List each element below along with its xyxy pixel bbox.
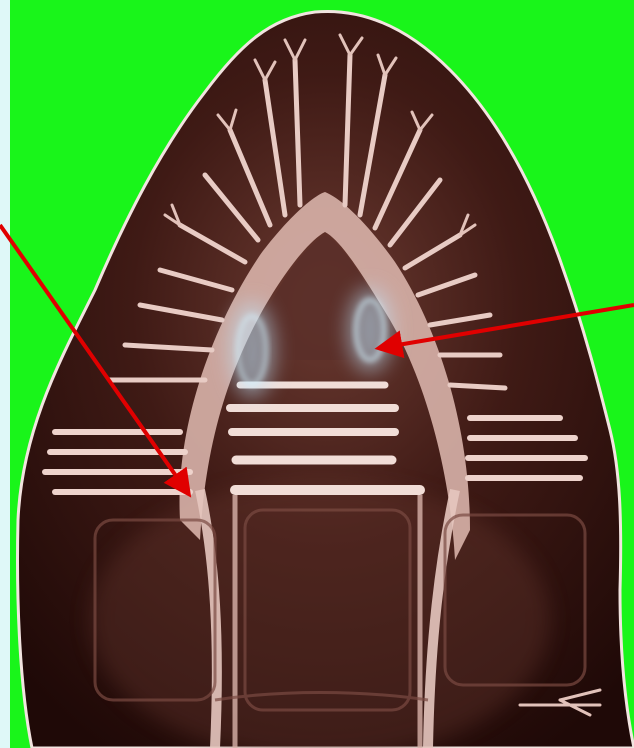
image-stage xyxy=(0,0,634,748)
specimen-photo xyxy=(0,0,634,748)
